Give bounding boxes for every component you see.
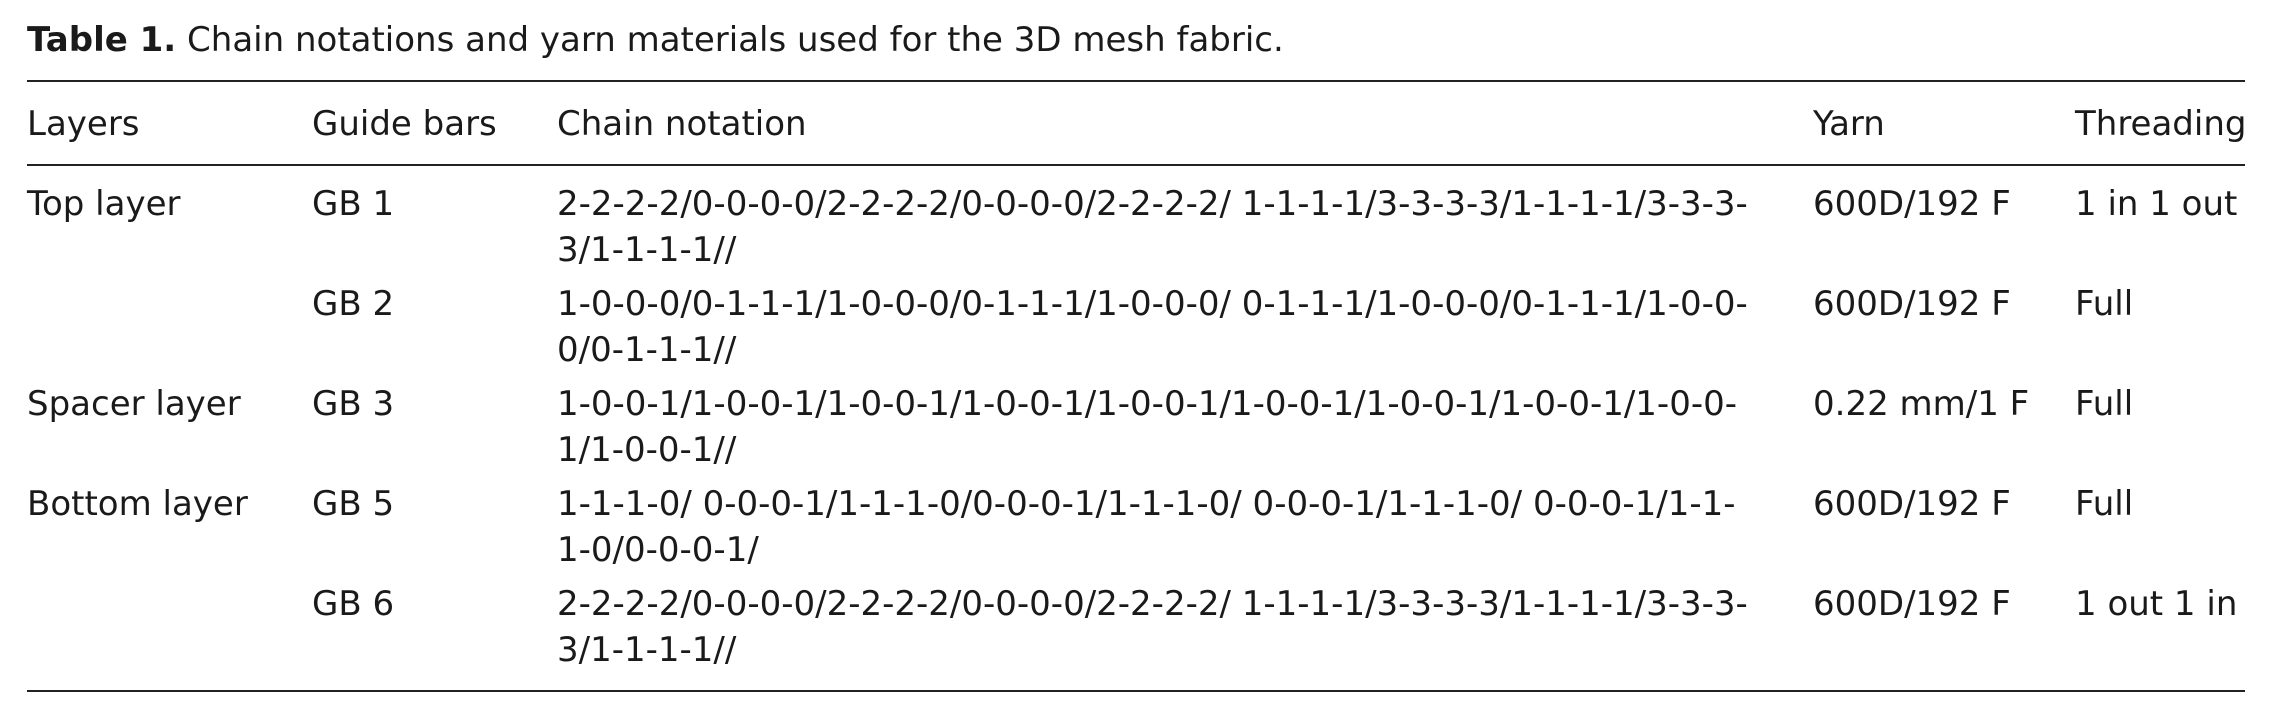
header-chain-notation: Chain notation (557, 104, 807, 144)
cell-guide-bar: GB 5 (312, 484, 395, 524)
caption-label: Table 1. (27, 20, 177, 60)
cell-layer: Top layer (27, 184, 181, 224)
cell-chain-notation-line-2: 3/1-1-1-1// (557, 230, 737, 270)
header-yarn: Yarn (1813, 104, 1885, 144)
bottom-rule (27, 690, 2245, 692)
cell-yarn: 0.22 mm/1 F (1813, 384, 2030, 424)
cell-layer: Bottom layer (27, 484, 248, 524)
cell-threading: Full (2075, 384, 2134, 424)
header-threading: Threading (2075, 104, 2247, 144)
header-layers: Layers (27, 104, 140, 144)
cell-guide-bar: GB 1 (312, 184, 395, 224)
cell-chain-notation-line-2: 1/1-0-0-1// (557, 430, 737, 470)
cell-chain-notation-line-1: 1-1-1-0/ 0-0-0-1/1-1-1-0/0-0-0-1/1-1-1-0… (557, 484, 1736, 524)
cell-chain-notation-line-2: 0/0-1-1-1// (557, 330, 737, 370)
cell-chain-notation-line-1: 2-2-2-2/0-0-0-0/2-2-2-2/0-0-0-0/2-2-2-2/… (557, 584, 1748, 624)
cell-yarn: 600D/192 F (1813, 484, 2011, 524)
cell-threading: 1 in 1 out (2075, 184, 2238, 224)
cell-guide-bar: GB 3 (312, 384, 395, 424)
cell-threading: 1 out 1 in (2075, 584, 2238, 624)
cell-chain-notation-line-2: 1-0/0-0-0-1/ (557, 530, 759, 570)
cell-chain-notation-line-2: 3/1-1-1-1// (557, 630, 737, 670)
cell-threading: Full (2075, 484, 2134, 524)
header-guide-bars: Guide bars (312, 104, 497, 144)
cell-yarn: 600D/192 F (1813, 584, 2011, 624)
cell-guide-bar: GB 6 (312, 584, 395, 624)
cell-chain-notation-line-1: 1-0-0-0/0-1-1-1/1-0-0-0/0-1-1-1/1-0-0-0/… (557, 284, 1748, 324)
cell-chain-notation-line-1: 2-2-2-2/0-0-0-0/2-2-2-2/0-0-0-0/2-2-2-2/… (557, 184, 1748, 224)
caption-text: Chain notations and yarn materials used … (187, 20, 1284, 60)
cell-yarn: 600D/192 F (1813, 184, 2011, 224)
cell-threading: Full (2075, 284, 2134, 324)
table-caption: Table 1. Chain notations and yarn materi… (27, 18, 1284, 62)
cell-guide-bar: GB 2 (312, 284, 395, 324)
cell-chain-notation-line-1: 1-0-0-1/1-0-0-1/1-0-0-1/1-0-0-1/1-0-0-1/… (557, 384, 1738, 424)
header-rule (27, 164, 2245, 166)
cell-yarn: 600D/192 F (1813, 284, 2011, 324)
top-rule (27, 80, 2245, 82)
cell-layer: Spacer layer (27, 384, 241, 424)
